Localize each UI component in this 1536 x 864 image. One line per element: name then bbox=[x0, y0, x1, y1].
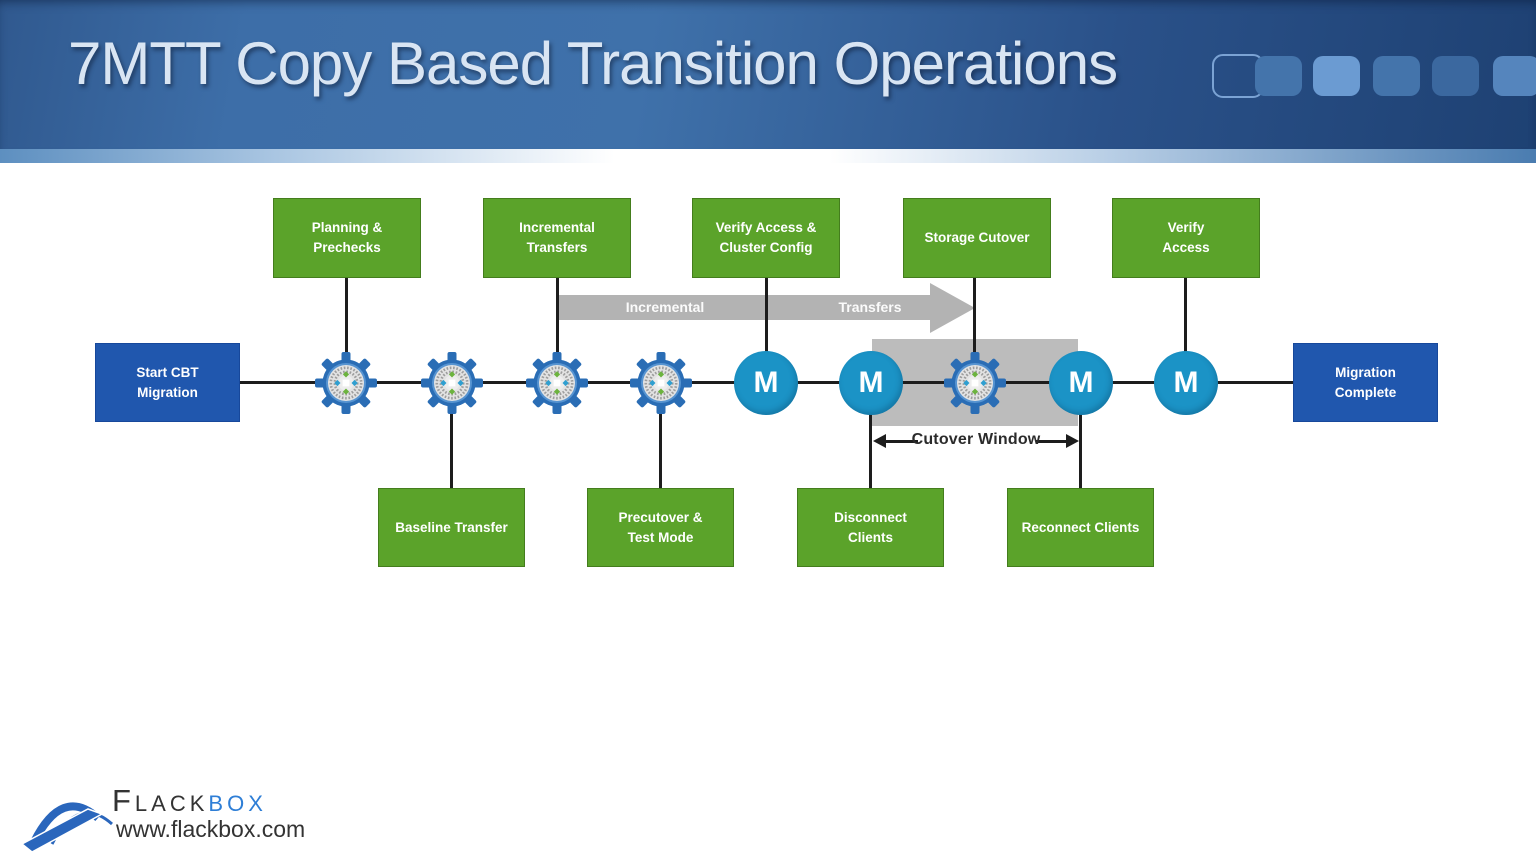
brand-box: box bbox=[208, 783, 267, 818]
cutover-window-label: Cutover Window bbox=[911, 431, 1041, 448]
box-start-cbt-migration: Start CBT Migration bbox=[95, 343, 240, 422]
header-square-3 bbox=[1373, 56, 1420, 96]
header-square-2 bbox=[1313, 56, 1360, 96]
gear-icon-3 bbox=[525, 351, 589, 415]
milestone-node-4: M bbox=[1154, 351, 1218, 415]
cutover-arrow-right-shaft bbox=[1036, 440, 1072, 443]
arrow-label-transfers: Transfers bbox=[838, 299, 902, 315]
gear-icon-1 bbox=[314, 351, 378, 415]
connector-disconnect bbox=[869, 394, 872, 489]
header-bottom-strip bbox=[0, 149, 1536, 163]
cutover-arrowhead-right bbox=[1066, 434, 1079, 448]
brand-website: www.flackbox.com bbox=[116, 816, 306, 842]
cutover-arrow-left-shaft bbox=[880, 440, 918, 443]
slide-title: 7MTT Copy Based Transition Operations bbox=[68, 30, 1118, 97]
flackbox-bridge-icon bbox=[22, 802, 113, 852]
brand-flack: Flack bbox=[112, 783, 209, 818]
box-reconnect-clients: Reconnect Clients bbox=[1007, 488, 1154, 567]
header-square-5 bbox=[1493, 56, 1536, 96]
header-banner: 7MTT Copy Based Transition Operations bbox=[0, 0, 1536, 149]
box-disconnect-clients: Disconnect Clients bbox=[797, 488, 944, 567]
box-verify-access: Verify Access bbox=[1112, 198, 1260, 278]
milestone-letter: M bbox=[753, 366, 779, 399]
connector-reconnect bbox=[1079, 394, 1082, 489]
arrow-label-incremental: Incremental bbox=[625, 299, 705, 315]
brand-wordmark: Flackbox bbox=[112, 783, 267, 819]
box-planning-prechecks: Planning & Prechecks bbox=[273, 198, 421, 278]
connector-planning bbox=[345, 277, 348, 372]
milestone-node-1: M bbox=[734, 351, 798, 415]
connector-baseline bbox=[450, 394, 453, 489]
header-square-4 bbox=[1432, 56, 1479, 96]
gear-icon-5 bbox=[943, 351, 1007, 415]
connector-verify-cluster bbox=[765, 277, 768, 372]
box-precutover-test-mode: Precutover & Test Mode bbox=[587, 488, 734, 567]
gear-icon-2 bbox=[420, 351, 484, 415]
box-baseline-transfer: Baseline Transfer bbox=[378, 488, 525, 567]
box-migration-complete: Migration Complete bbox=[1293, 343, 1438, 422]
box-incremental-transfers: Incremental Transfers bbox=[483, 198, 631, 278]
connector-incremental bbox=[556, 277, 559, 372]
incremental-transfers-arrow bbox=[558, 295, 930, 320]
connector-precutover bbox=[659, 394, 662, 489]
milestone-letter: M bbox=[858, 366, 884, 399]
cutover-arrowhead-left bbox=[873, 434, 886, 448]
gear-icon-4 bbox=[629, 351, 693, 415]
connector-storage-cutover bbox=[973, 277, 976, 372]
header-square-1 bbox=[1255, 56, 1302, 96]
milestone-letter: M bbox=[1068, 366, 1094, 399]
box-storage-cutover: Storage Cutover bbox=[903, 198, 1051, 278]
incremental-transfers-arrowhead bbox=[930, 283, 975, 333]
milestone-node-2: M bbox=[839, 351, 903, 415]
milestone-letter: M bbox=[1173, 366, 1199, 399]
milestone-node-3: M bbox=[1049, 351, 1113, 415]
box-verify-access-cluster-config: Verify Access & Cluster Config bbox=[692, 198, 840, 278]
connector-verify-access bbox=[1184, 277, 1187, 372]
